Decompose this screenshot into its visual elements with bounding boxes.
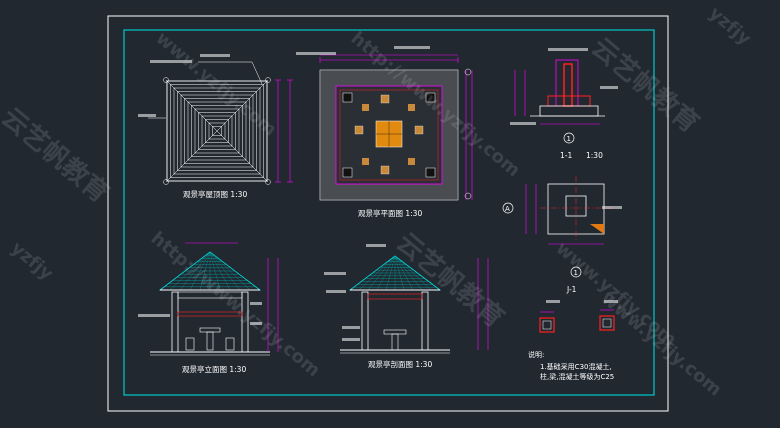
notes-line-1: 1.基础采用C30混凝土, (540, 362, 612, 371)
watermark-url-top: www.yzfjy.com (152, 28, 281, 141)
detail-j1-view[interactable]: A 1 J-1 (502, 176, 622, 294)
floor-plan-view[interactable]: 观景亭平面图 1:30 (296, 46, 473, 218)
elevation-title: 观景亭立面图 1:30 (182, 364, 246, 374)
watermark-layer: 云艺帆教育 www.yzfjy.com http://www.yzfjy.com… (0, 3, 755, 401)
detail-j1-title: J-1 (566, 285, 577, 294)
watermark-cn-left: 云艺帆教育 (0, 102, 115, 209)
watermark-short-left: yzfjy (7, 238, 57, 285)
floor-plan-title: 观景亭平面图 1:30 (358, 208, 422, 218)
elevation-roof-tiles (164, 251, 256, 291)
section-roof-tiles (353, 255, 437, 291)
detail-j1-marker: 1 (574, 269, 578, 277)
detail-1-1-scale: 1:30 (586, 151, 603, 160)
roof-plan-title: 观景亭屋顶图 1:30 (183, 189, 247, 199)
inner-frame (123, 29, 655, 396)
detail-1-1-view[interactable]: 1 1-1 1:30 (510, 48, 618, 160)
roof-concentric-squares (166, 80, 268, 182)
roof-plan-view[interactable]: 观景亭屋顶图 1:30 (138, 54, 293, 199)
notes-heading: 说明: (528, 350, 544, 359)
design-notes: 说明: 1.基础采用C30混凝土, 柱,梁,混凝土等级为C25 (528, 350, 614, 381)
detail-1-1-title: 1-1 (560, 151, 572, 160)
watermark-url-bottom-right: www.yzfjy.com (597, 288, 726, 401)
elevation-view[interactable]: 观景亭立面图 1:30 (138, 242, 279, 374)
watermark-http-bottom: http://www.yzfjy.com (147, 228, 324, 381)
watermark-short-right: yzfjy (705, 3, 755, 50)
detail-marker: 1 (567, 135, 571, 143)
outer-frame (107, 15, 669, 412)
section-title: 观景亭剖面图 1:30 (368, 359, 432, 369)
watermark-cn-center: 云艺帆教育 (391, 227, 511, 334)
section-marker-circle (563, 132, 575, 144)
section-view[interactable]: 观景亭剖面图 1:30 (324, 244, 489, 369)
notes-line-2: 柱,梁,混凝土等级为C25 (540, 372, 614, 381)
watermark-cn-right: 云艺帆教育 (586, 32, 706, 139)
axis-marker-a: A (505, 205, 510, 213)
column-details[interactable] (539, 300, 618, 333)
